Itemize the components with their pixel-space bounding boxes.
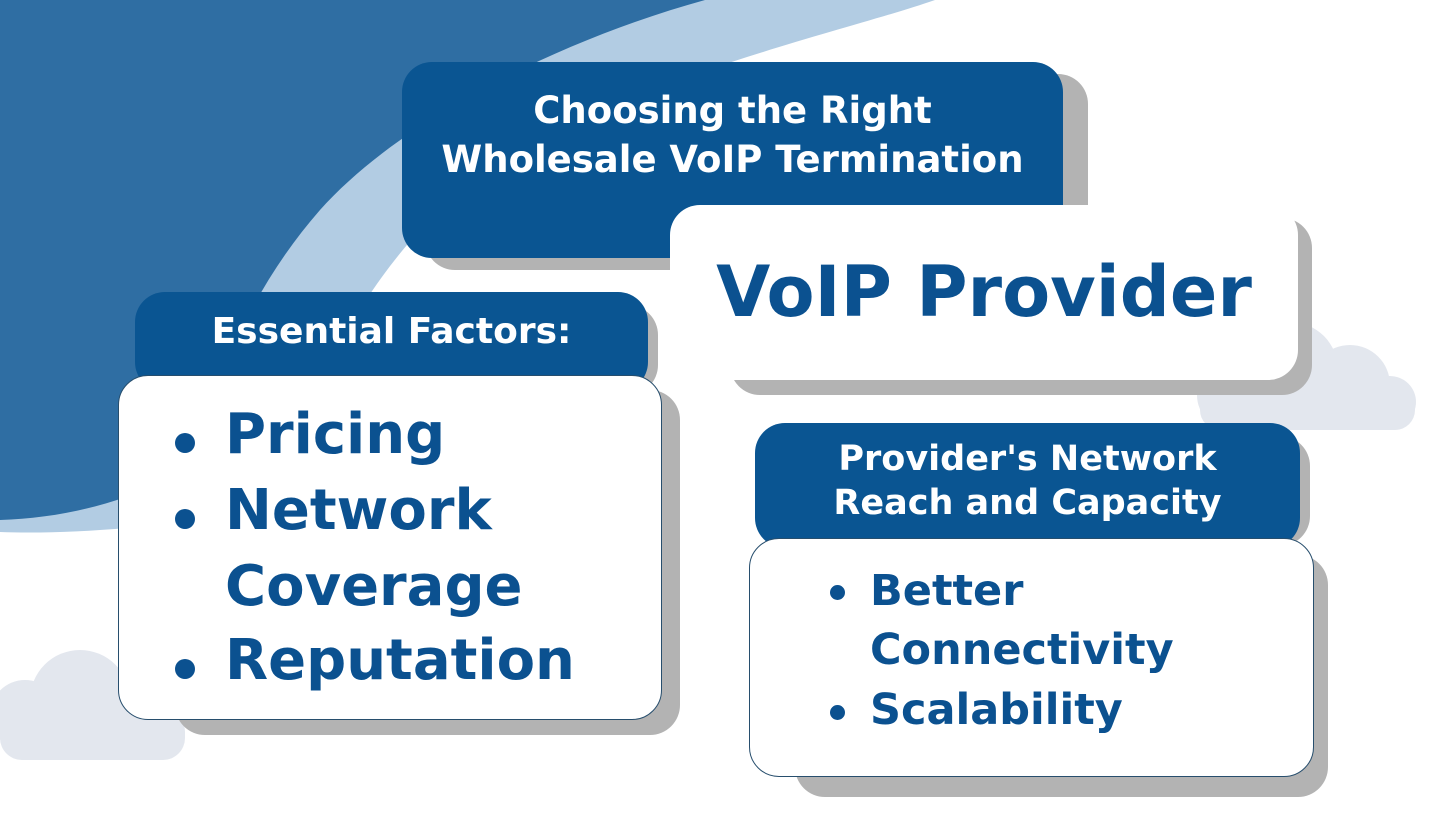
list-item: Better — [870, 566, 1024, 616]
cloud-left — [0, 650, 185, 760]
essential-heading-text: Essential Factors: — [211, 311, 572, 352]
list-item: Scalability — [870, 685, 1123, 735]
bullet-icon — [830, 585, 845, 600]
network-heading-line1: Provider's Network — [838, 439, 1217, 479]
network-heading: Provider's Network Reach and Capacity — [755, 423, 1300, 548]
title-line2: Wholesale VoIP Termination — [441, 138, 1024, 181]
essential-list: Pricing Network Coverage Reputation — [118, 375, 662, 720]
bullet-icon — [175, 433, 195, 453]
highlight-box: VoIP Provider — [670, 205, 1298, 380]
network-heading-line2: Reach and Capacity — [833, 483, 1222, 523]
network-list: Better Connectivity Scalability — [749, 538, 1314, 777]
list-item: Reputation — [225, 628, 575, 693]
title-line1: Choosing the Right — [533, 89, 932, 132]
list-item: Pricing — [225, 402, 446, 467]
list-item: Network — [225, 478, 492, 543]
list-item: Connectivity — [870, 625, 1174, 675]
list-item: Coverage — [225, 554, 523, 619]
bullet-icon — [830, 705, 845, 720]
bullet-icon — [175, 509, 195, 529]
bullet-icon — [175, 659, 195, 679]
highlight-text: VoIP Provider — [716, 251, 1252, 333]
